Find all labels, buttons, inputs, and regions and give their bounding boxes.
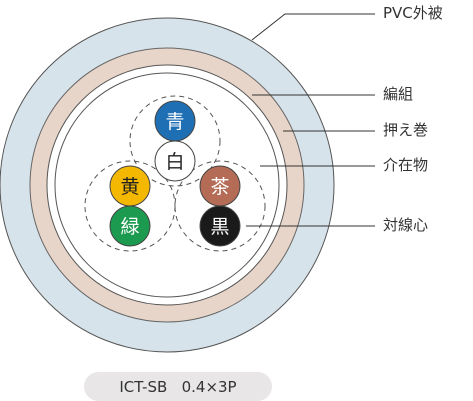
pair-outline-right <box>174 160 266 252</box>
pair-outline-left <box>84 160 176 252</box>
core-blue: 青 <box>154 100 196 142</box>
label-filler: 介在物 <box>383 156 429 174</box>
label-braid: 編組 <box>383 85 414 103</box>
core-brown-label: 茶 <box>210 176 229 198</box>
core-green-dot <box>109 205 151 247</box>
core-green-label: 緑 <box>120 216 139 238</box>
pair-outline-top <box>129 95 221 187</box>
model-name-badge: ICT-SB 0.4×3P <box>84 372 272 401</box>
core-brown: 茶 <box>199 165 241 207</box>
label-tape: 押え巻 <box>383 121 429 139</box>
label-pvc-sheath: PVC外被 <box>383 4 443 22</box>
leader-line-sheath <box>251 13 375 41</box>
core-yellow-label: 黄 <box>120 176 139 198</box>
core-white: 白 <box>154 140 196 182</box>
core-black-label: 黒 <box>210 216 229 238</box>
label-pair-core: 対線心 <box>383 216 429 234</box>
core-green: 緑 <box>109 205 151 247</box>
core-white-dot <box>154 140 196 182</box>
core-blue-label: 青 <box>165 111 184 133</box>
core-yellow: 黄 <box>109 165 151 207</box>
core-black-dot <box>199 205 241 247</box>
core-black: 黒 <box>199 205 241 247</box>
core-white-label: 白 <box>165 151 184 173</box>
